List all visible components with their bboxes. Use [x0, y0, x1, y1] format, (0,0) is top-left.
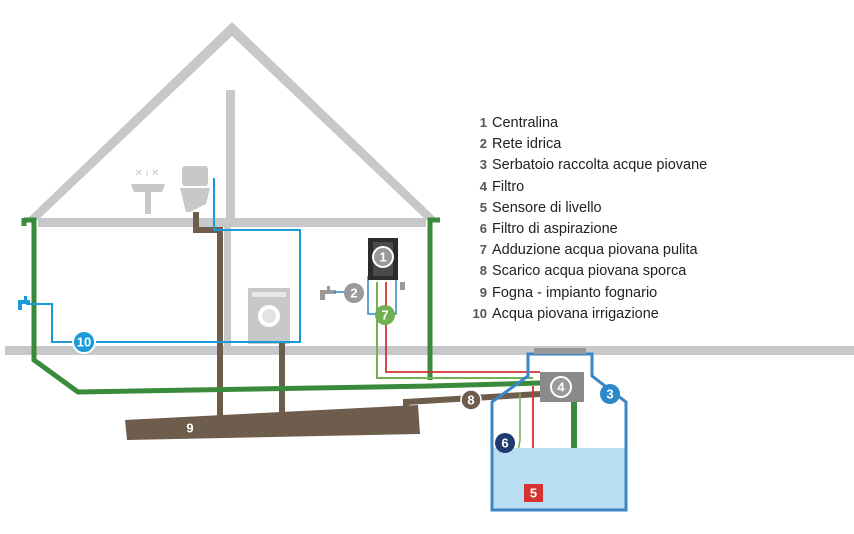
svg-text:✕ ı ✕: ✕ ı ✕: [134, 168, 159, 179]
svg-text:5: 5: [530, 486, 537, 501]
svg-text:10: 10: [77, 335, 91, 350]
svg-text:1: 1: [379, 250, 386, 265]
marker-7: 7: [375, 305, 395, 325]
marker-3: 3: [600, 384, 620, 404]
marker-4: 4: [550, 376, 572, 398]
sink-icon: ✕ ı ✕: [131, 168, 165, 214]
marker-2: 2: [344, 283, 364, 303]
faucet-right-icon: [320, 286, 336, 300]
marker-10: 10: [72, 330, 96, 354]
svg-text:7: 7: [381, 308, 388, 323]
marker-6: 6: [495, 433, 515, 453]
irrigation-pipe: [26, 178, 301, 343]
svg-text:3: 3: [606, 387, 613, 402]
svg-text:2: 2: [350, 286, 357, 301]
faucet-left-icon: [18, 296, 30, 310]
tank-lid: [534, 348, 586, 354]
svg-text:6: 6: [501, 436, 508, 451]
svg-text:9: 9: [186, 421, 193, 436]
marker-9: 9: [186, 421, 193, 436]
svg-text:8: 8: [467, 393, 474, 408]
tank-water: [492, 448, 626, 510]
marker-1: 1: [372, 246, 394, 268]
washing-machine-icon: [248, 288, 290, 344]
svg-text:4: 4: [557, 380, 565, 395]
tank-outline: [490, 352, 628, 512]
attic-floor: [38, 218, 426, 227]
marker-8: 8: [460, 389, 482, 411]
marker-5: 5: [524, 484, 543, 502]
room-divider-wall: [224, 226, 231, 346]
sewer-pipe: [125, 405, 420, 440]
toilet-icon: [180, 166, 210, 212]
attic-wall: [226, 90, 235, 220]
gutter-pipes: [21, 217, 541, 395]
drain-pipes: [193, 212, 541, 430]
